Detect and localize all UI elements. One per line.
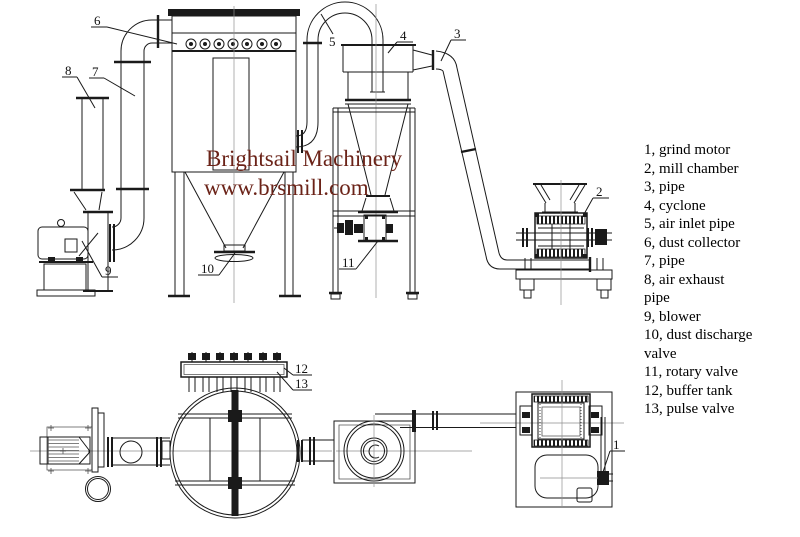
pulse-valve-row xyxy=(186,39,281,49)
blower xyxy=(37,212,113,296)
callout-6: 6 xyxy=(94,13,101,28)
legend-item: 5, air inlet pipe xyxy=(644,216,735,232)
watermark-website: www.brsmill.com xyxy=(204,175,369,200)
callout-11: 11 xyxy=(342,255,355,270)
rotary-valve xyxy=(334,196,398,241)
callout-5: 5 xyxy=(329,34,336,49)
callout-7: 7 xyxy=(92,64,99,79)
bottom-right-pipe xyxy=(298,437,334,465)
buffer-tank xyxy=(181,362,287,377)
bottom-left-pipe xyxy=(108,437,170,467)
callout-10: 10 xyxy=(201,261,214,276)
legend-item: 1, grind motor xyxy=(644,142,731,158)
callout-4: 4 xyxy=(400,28,407,43)
legend-item: 6, dust collector xyxy=(644,234,741,251)
callout-9: 9 xyxy=(105,263,112,278)
mill xyxy=(516,180,612,305)
legend-item: 13, pulse valve xyxy=(644,401,735,417)
cyclone xyxy=(341,4,433,298)
dust-collector xyxy=(168,6,301,303)
legend-item: 2, mill chamber xyxy=(644,160,739,177)
callout-1: 1 xyxy=(613,437,620,452)
dust-collector-top-view xyxy=(170,388,300,518)
legend-item: 3, pipe xyxy=(644,179,685,195)
bottom-blower-motor xyxy=(40,408,111,502)
air-exhaust-pipe xyxy=(70,98,109,210)
mill-top-view xyxy=(516,380,613,508)
callout-13: 13 xyxy=(295,376,308,391)
callout-labels: 6 8 7 9 10 5 4 3 11 2 12 13 1 xyxy=(62,13,625,475)
legend-item: 11, rotary valve xyxy=(644,364,738,380)
parts-legend: 1, grind motor 2, mill chamber 3, pipe 4… xyxy=(644,141,794,419)
cyclone-stand xyxy=(329,108,419,299)
pulse-valves xyxy=(188,352,281,392)
cyclone-top-view xyxy=(334,410,516,487)
legend-item: 9, blower xyxy=(644,308,701,325)
legend-item: 12, buffer tank xyxy=(644,382,733,399)
callout-8: 8 xyxy=(65,63,72,78)
pipe-3 xyxy=(436,51,590,272)
bottom-view xyxy=(30,352,624,518)
blower-motor xyxy=(38,220,88,262)
callout-12: 12 xyxy=(295,361,308,376)
legend-item: 8, air exhaust xyxy=(644,271,725,288)
grind-motor xyxy=(535,455,613,502)
watermark-company-name: Brightsail Machinery xyxy=(206,146,403,171)
pipe-7 xyxy=(110,15,172,262)
air-inlet-pipe xyxy=(296,2,385,153)
legend-item-wrap: pipe xyxy=(644,290,670,306)
mill-hopper xyxy=(533,184,587,213)
legend-item: 10, dust discharge xyxy=(644,327,753,343)
legend-item-wrap: valve xyxy=(644,345,677,362)
callout-2: 2 xyxy=(596,184,603,199)
legend-item: 4, cyclone xyxy=(644,197,706,214)
legend-item: 7, pipe xyxy=(644,253,685,269)
callout-3: 3 xyxy=(454,26,461,41)
